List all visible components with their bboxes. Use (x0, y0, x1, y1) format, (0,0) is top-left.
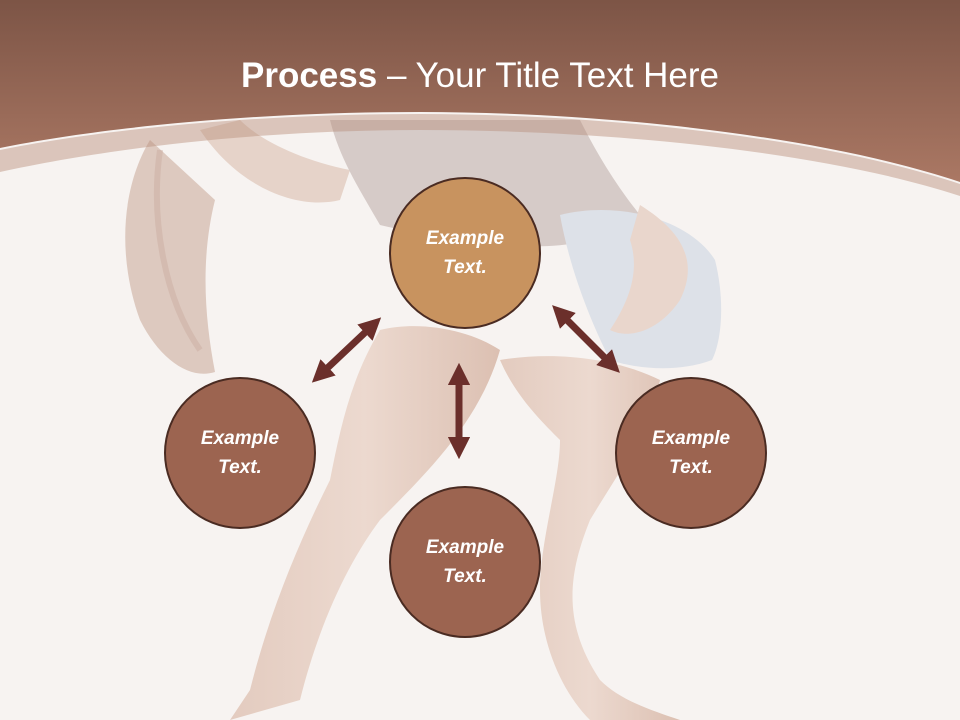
arrow-top-left (311, 317, 382, 383)
slide-title: Process – Your Title Text Here (0, 52, 960, 100)
header-banner (0, 0, 960, 196)
circle-top-label: Example Text. (425, 228, 505, 278)
arrow-top-right (552, 305, 620, 373)
circle-right: Example Text. (615, 377, 767, 529)
circle-left: Example Text. (164, 377, 316, 529)
circle-left-label: Example Text. (200, 428, 280, 478)
title-bold: Process (241, 56, 378, 95)
circle-bottom-label: Example Text. (425, 537, 505, 587)
circle-right-label: Example Text. (651, 428, 731, 478)
title-rest: – Your Title Text Here (377, 56, 719, 95)
circle-top: Example Text. (389, 177, 541, 329)
circle-bottom: Example Text. (389, 486, 541, 638)
